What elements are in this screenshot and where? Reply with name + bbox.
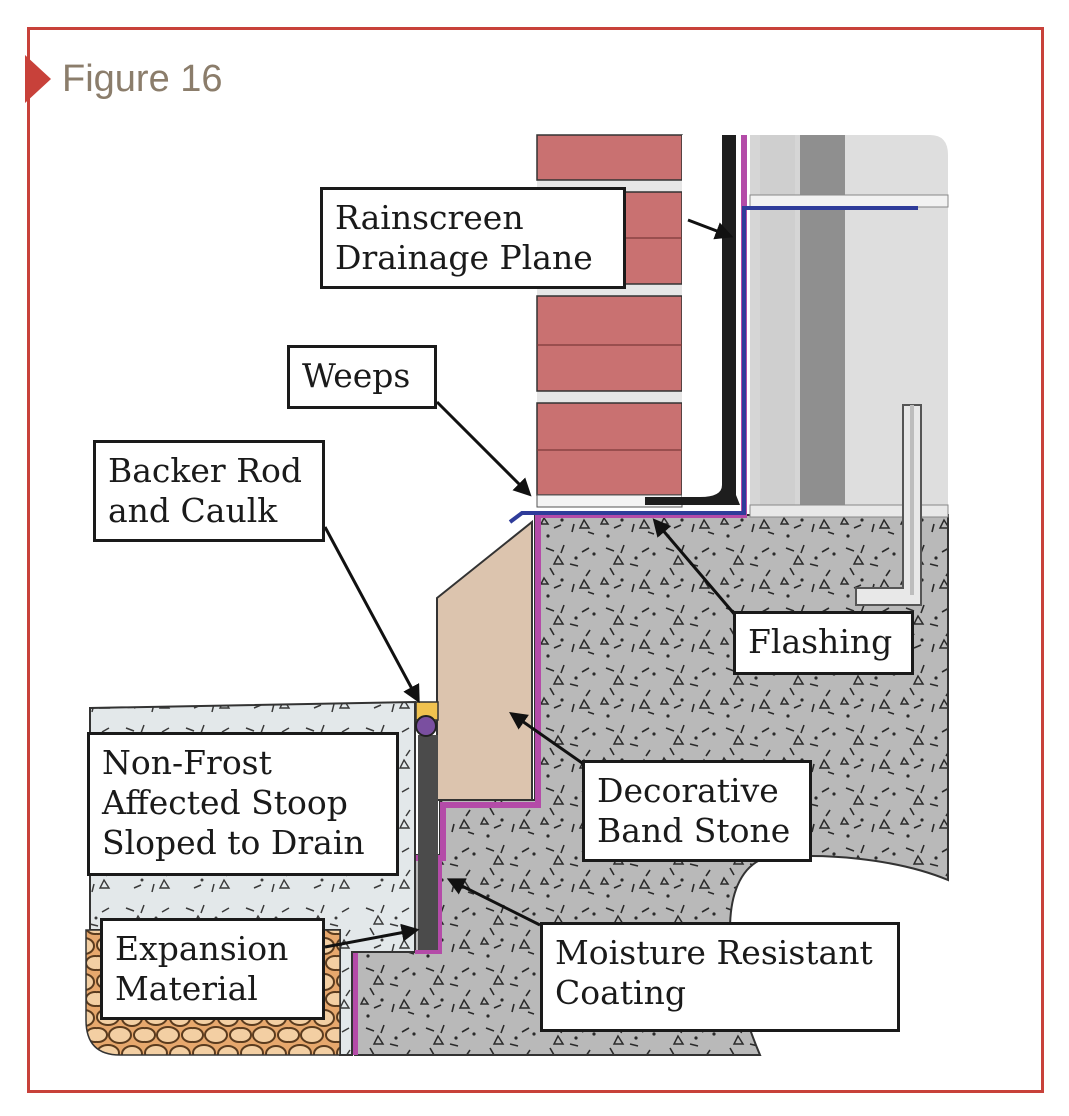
backer-rod: [415, 715, 437, 737]
arrow-expansion: [324, 923, 420, 949]
arrow-weeps: [435, 400, 532, 497]
decorative-band-stone: [436, 519, 533, 801]
wall-column-shade: [800, 135, 845, 505]
label-non-frost-stoop: Non-Frost Affected Stoop Sloped to Drain: [87, 732, 399, 876]
rainscreen-drainage-plane: [722, 135, 736, 495]
interior-sill-line: [749, 194, 949, 208]
flashing-line: [508, 206, 918, 524]
figure-frame: [27, 27, 1044, 1093]
expansion-material-strip: [418, 735, 438, 952]
label-decorative-band-stone: Decorative Band Stone: [582, 760, 812, 862]
label-weeps: Weeps: [287, 345, 437, 409]
figure-title: Figure 16: [62, 58, 223, 100]
label-rainscreen-drainage-plane: Rainscreen Drainage Plane: [320, 187, 626, 289]
figure-marker-triangle: [25, 55, 51, 103]
arrow-rainscreen: [687, 218, 734, 240]
label-expansion-material: Expansion Material: [100, 918, 325, 1020]
label-backer-rod-and-caulk: Backer Rod and Caulk: [93, 440, 325, 542]
interior-wall-top-corner: [930, 135, 948, 155]
interior-floor-plate: [749, 504, 949, 518]
arrow-moisture: [446, 878, 541, 927]
air-gap: [682, 135, 722, 505]
label-moisture-resistant-coating: Moisture Resistant Coating: [540, 922, 900, 1032]
arrow-backer-rod: [323, 526, 420, 704]
arrow-decorative: [509, 711, 586, 767]
anchor-pipe: [855, 404, 922, 606]
arrow-flashing: [652, 518, 738, 617]
label-flashing: Flashing: [733, 611, 914, 675]
